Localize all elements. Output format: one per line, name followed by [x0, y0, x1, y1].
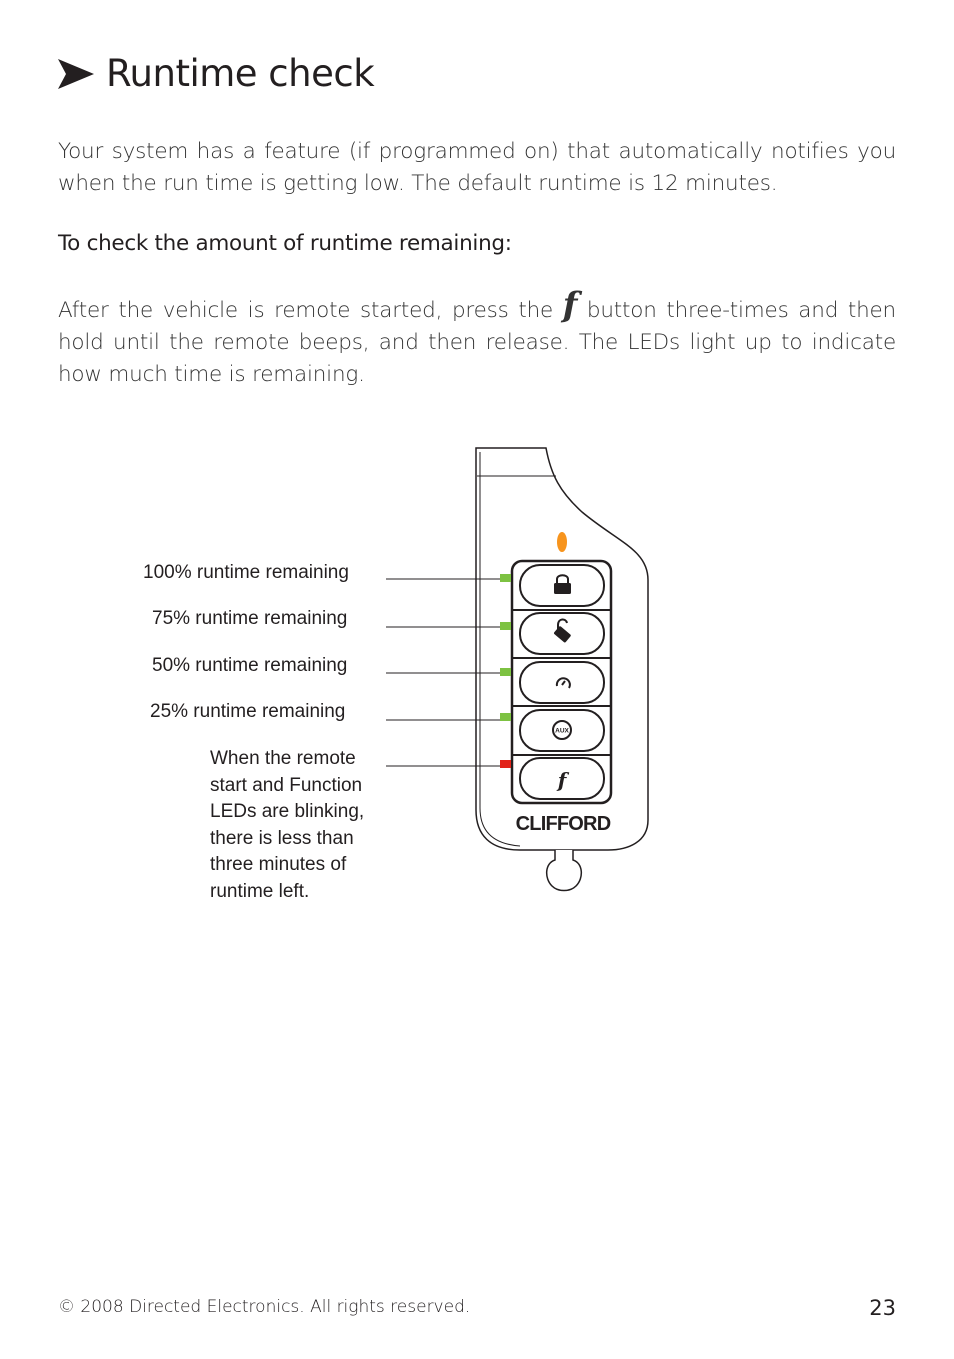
- copyright-footer: © 2008 Directed Electronics. All rights …: [58, 1297, 470, 1317]
- label-25-runtime: 25% runtime remaining: [150, 701, 345, 723]
- section-subheading: To check the amount of runtime remaining…: [58, 231, 512, 256]
- remote-diagram: AUX f CLIFFORD 100% runtime remaining 75…: [0, 430, 954, 910]
- function-button-icon: f: [563, 285, 577, 325]
- function-button: f: [520, 758, 604, 799]
- arrowhead-bullet-icon: [58, 59, 94, 89]
- unlock-button: [520, 613, 604, 654]
- aux-icon-label: AUX: [555, 728, 569, 735]
- led-100: [500, 574, 511, 582]
- page-title: Runtime check: [58, 52, 374, 95]
- keyring-loop: [547, 850, 582, 891]
- label-50-runtime: 50% runtime remaining: [152, 655, 347, 677]
- intro-paragraph: Your system has a feature (if programmed…: [58, 136, 896, 200]
- instruction-paragraph: After the vehicle is remote started, pre…: [58, 295, 896, 391]
- led-75: [500, 622, 511, 630]
- remote-start-button: [520, 662, 604, 703]
- brand-logo: CLIFFORD: [516, 813, 611, 835]
- blinking-note: When the remote start and Function LEDs …: [210, 746, 390, 905]
- page-title-text: Runtime check: [106, 52, 374, 95]
- instruction-text-before: After the vehicle is remote started, pre…: [58, 298, 563, 323]
- page-number: 23: [869, 1296, 896, 1320]
- label-100-runtime: 100% runtime remaining: [143, 562, 349, 584]
- lock-button: [520, 565, 604, 606]
- label-75-runtime: 75% runtime remaining: [152, 608, 347, 630]
- led-function: [500, 760, 511, 768]
- aux-button: AUX: [520, 710, 604, 751]
- led-50: [500, 668, 511, 676]
- remote-illustration: AUX f CLIFFORD: [0, 430, 954, 910]
- led-25: [500, 713, 511, 721]
- status-led: [557, 532, 567, 552]
